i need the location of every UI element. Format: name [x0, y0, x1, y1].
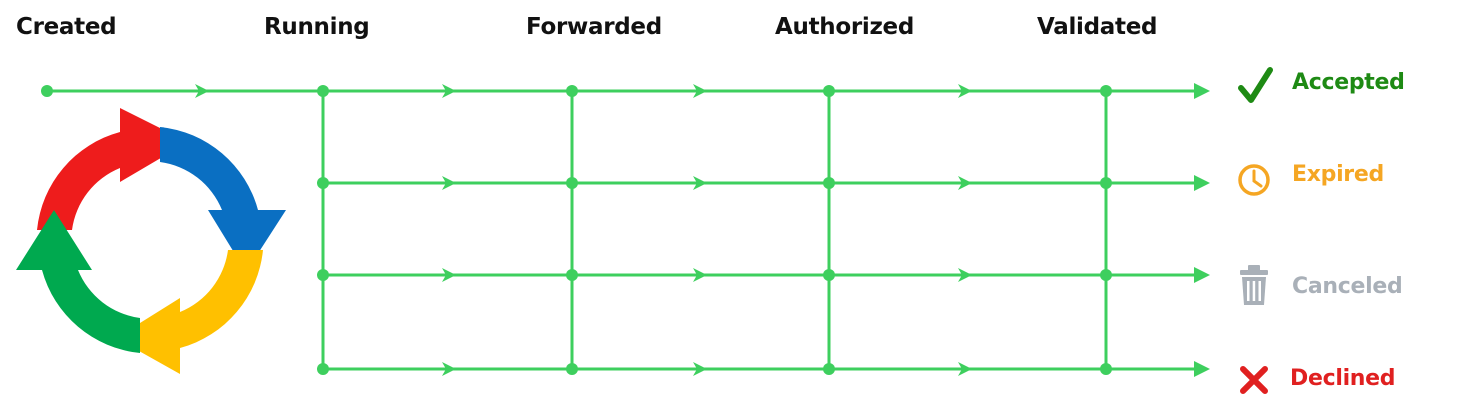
outcome-label-declined: Declined — [1290, 366, 1396, 391]
flow-start-node — [41, 85, 53, 97]
flow-node — [317, 177, 329, 189]
outcome-label-accepted: Accepted — [1292, 70, 1405, 95]
stage-label-authorized: Authorized — [775, 14, 915, 40]
flow-node — [317, 363, 329, 375]
lifecycle-arrows-icon — [16, 108, 286, 374]
flow-node — [1100, 85, 1112, 97]
flow-end-arrowhead — [1194, 267, 1210, 283]
flow-arrow — [958, 176, 972, 190]
cycle-arrow-green — [16, 210, 140, 353]
flow-node — [566, 85, 578, 97]
flow-node — [1100, 269, 1112, 281]
flow-arrow — [442, 84, 456, 98]
cycle-arrow-yellow — [116, 250, 263, 374]
outcome-label-expired: Expired — [1292, 162, 1384, 187]
flow-node — [317, 85, 329, 97]
cycle-arrow-red — [37, 108, 188, 230]
flow-arrow — [442, 362, 456, 376]
cycle-arrow-blue — [160, 127, 286, 272]
clock-icon — [1238, 164, 1270, 196]
x-icon — [1240, 366, 1268, 394]
flow-end-arrowhead — [1194, 83, 1210, 99]
flow-arrow — [693, 176, 707, 190]
flow-node — [317, 269, 329, 281]
flow-arrow — [958, 268, 972, 282]
checkmark-icon — [1238, 67, 1273, 103]
stage-label-created: Created — [16, 14, 117, 40]
flow-node — [566, 363, 578, 375]
stage-label-validated: Validated — [1037, 14, 1158, 40]
flow-node — [566, 269, 578, 281]
flow-arrow — [442, 176, 456, 190]
flow-end-arrowhead — [1194, 361, 1210, 377]
trash-icon — [1240, 265, 1268, 305]
flow-arrow — [442, 268, 456, 282]
outcome-label-canceled: Canceled — [1292, 274, 1403, 299]
flow-node — [823, 269, 835, 281]
flow-node — [823, 177, 835, 189]
flow-network — [41, 83, 1210, 377]
flow-node — [823, 85, 835, 97]
flow-arrow — [693, 268, 707, 282]
flow-node — [823, 363, 835, 375]
flow-node — [1100, 363, 1112, 375]
flow-end-arrowhead — [1194, 175, 1210, 191]
flow-arrow — [195, 84, 209, 98]
flow-node — [1100, 177, 1112, 189]
stage-label-forwarded: Forwarded — [526, 14, 662, 40]
flow-node — [566, 177, 578, 189]
flow-arrow — [693, 362, 707, 376]
flow-arrow — [958, 362, 972, 376]
stage-label-running: Running — [264, 14, 370, 40]
flow-arrow — [693, 84, 707, 98]
flow-arrow — [958, 84, 972, 98]
